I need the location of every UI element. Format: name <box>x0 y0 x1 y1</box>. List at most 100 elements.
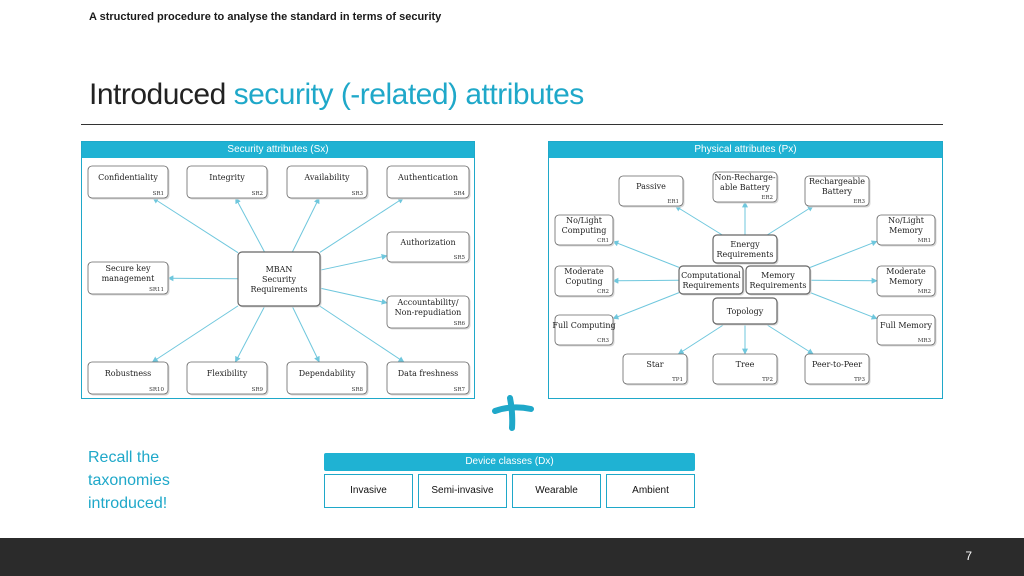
security-center-node-label: Requirements <box>251 285 308 294</box>
security-node-sr8-label: Dependability <box>299 369 356 378</box>
title-part-2: security (-related) attributes <box>233 78 585 111</box>
physical-center-computational-label: Computational <box>681 271 741 280</box>
physical-arrow-6 <box>612 292 680 320</box>
security-node-sr6-label: Accountability/ <box>396 298 458 307</box>
physical-node-mr1-code: MR1 <box>918 238 931 244</box>
physical-node-tp2-label: Tree <box>736 360 755 369</box>
title-part-1: Introduced <box>89 78 226 111</box>
security-arrow-9 <box>234 305 266 363</box>
physical-arrow-4 <box>612 240 680 268</box>
physical-node-cr2-code: CR2 <box>597 289 609 295</box>
security-node-sr11-code: SR11 <box>149 287 164 293</box>
physical-arrow-10 <box>677 323 726 355</box>
security-node-sr11-label: Secure key <box>105 264 151 273</box>
security-arrow-5 <box>319 254 388 271</box>
physical-node-tp3-code: TP3 <box>854 377 865 383</box>
physical-center-topology-label: Topology <box>727 307 764 316</box>
security-arrow-10 <box>151 305 239 363</box>
physical-node-mr2-label: Memory <box>889 277 923 286</box>
physical-node-cr2-label: Moderate <box>564 267 604 276</box>
physical-node-er3-code: ER3 <box>853 199 865 205</box>
title-divider <box>81 124 943 125</box>
security-arrow-7 <box>319 305 405 363</box>
physical-node-cr1-label: Computing <box>562 226 607 235</box>
physical-node-er1-label: Passive <box>636 182 666 191</box>
physical-center-topology: Topology <box>712 297 779 326</box>
device-class-invasive: Invasive <box>324 474 413 508</box>
physical-diagram: EnergyRequirementsComputationalRequireme… <box>552 171 937 386</box>
footer-bar: 7 <box>0 538 1024 576</box>
device-class-semi-invasive: Semi-invasive <box>418 474 507 508</box>
physical-node-cr2-label: Coputing <box>565 277 602 286</box>
security-node-sr5-label: Authorization <box>399 238 455 247</box>
physical-node-mr3-code: MR3 <box>918 338 932 344</box>
physical-node-cr1-label: No/Light <box>566 216 603 225</box>
security-node-sr1-code: SR1 <box>153 191 164 197</box>
physical-center-energy-label: Energy <box>730 240 760 249</box>
slide-title: Introduced security (-related) attribute… <box>89 78 584 112</box>
physical-arrow-8 <box>809 277 878 284</box>
physical-arrow-5 <box>612 277 680 284</box>
security-node-sr9-label: Flexibility <box>207 369 248 378</box>
physical-node-cr3-label: Full Computing <box>552 321 615 330</box>
physical-arrow-7 <box>809 240 878 268</box>
security-node-sr6-code: SR6 <box>454 321 466 327</box>
security-node-sr11-label: management <box>102 274 156 283</box>
physical-node-mr3-label: Full Memory <box>880 321 933 330</box>
physical-node-cr1-code: CR1 <box>597 238 609 244</box>
physical-node-er2-label: able Battery <box>720 183 770 192</box>
physical-center-memory-label: Requirements <box>750 281 807 290</box>
physical-node-er3-label: Battery <box>822 187 853 196</box>
physical-node-mr2-label: Moderate <box>886 267 926 276</box>
recall-note: Recall the taxonomies introduced! <box>88 449 170 512</box>
security-node-sr4-label: Authentication <box>397 173 458 182</box>
security-node-sr7-label: Data freshness <box>398 369 459 378</box>
security-diagram: MBANSecurityRequirementsConfidentialityS… <box>87 165 471 396</box>
security-arrow-3 <box>291 197 320 253</box>
security-node-sr3-code: SR3 <box>352 191 364 197</box>
physical-node-er3-label: Rechargeable <box>809 177 865 186</box>
physical-node-er2-label: Non-Recharge- <box>714 173 776 182</box>
security-arrow-2 <box>235 197 265 253</box>
security-center-node-label: Security <box>262 275 296 284</box>
slide-subtitle: A structured procedure to analyse the st… <box>89 11 442 23</box>
physical-node-mr1-label: Memory <box>889 226 923 235</box>
security-node-sr10-code: SR10 <box>149 387 164 393</box>
physical-node-tp3-label: Peer-to-Peer <box>812 360 862 369</box>
security-node-sr1-label: Confidentiality <box>98 173 158 182</box>
physical-node-tp1-code: TP1 <box>672 377 683 383</box>
physical-node-er1-code: ER1 <box>667 199 679 205</box>
physical-center-memory-label: Memory <box>761 271 795 280</box>
physical-arrow-9 <box>809 292 878 320</box>
security-arrow-1 <box>152 197 239 254</box>
security-arrow-8 <box>291 305 320 363</box>
security-arrow-6 <box>319 287 388 305</box>
page-number: 7 <box>965 549 972 563</box>
physical-arrow-12 <box>765 323 814 355</box>
security-node-sr8-code: SR8 <box>352 387 364 393</box>
physical-node-mr1-label: No/Light <box>888 216 925 225</box>
